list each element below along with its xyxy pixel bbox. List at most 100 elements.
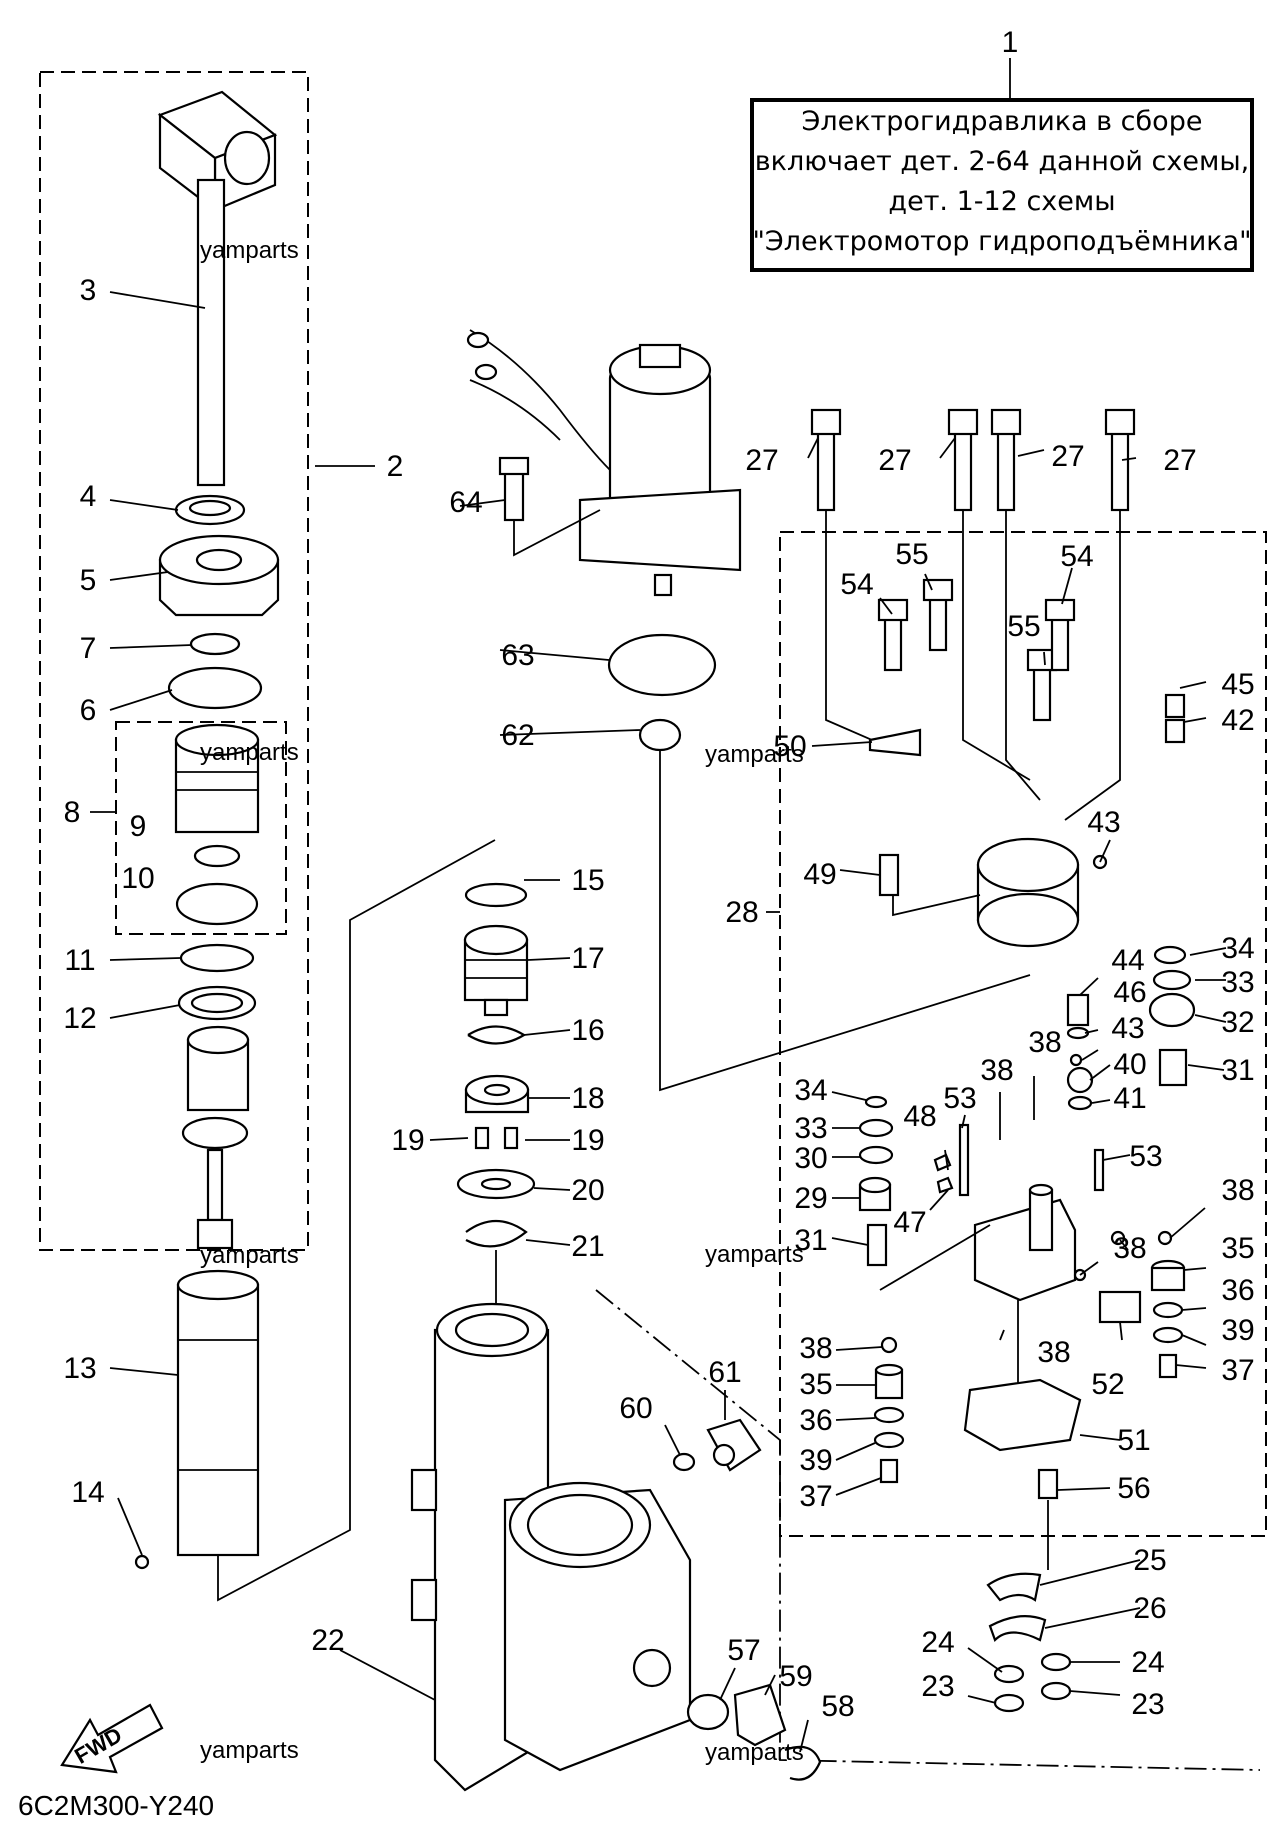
part-label: 30	[794, 1142, 827, 1175]
part-label: 6	[80, 694, 97, 727]
part-label: 7	[80, 632, 97, 665]
part-label: 28	[725, 896, 758, 929]
part-label: 43	[1087, 806, 1120, 839]
part-label: 35	[799, 1368, 832, 1401]
part-label: 22	[311, 1624, 344, 1657]
part-label: 11	[64, 944, 95, 977]
part-label: 55	[895, 538, 928, 571]
part-label: 38	[1221, 1174, 1254, 1207]
part-label: 2	[387, 450, 404, 483]
part-label: 19	[571, 1124, 604, 1157]
note-line-2: включает дет. 2-64 данной схемы,	[755, 146, 1250, 177]
callout-lines	[90, 291, 1227, 1753]
part-label: 45	[1221, 668, 1254, 701]
group-box-28	[779, 531, 1267, 1537]
part-label: 34	[794, 1074, 827, 1107]
part-label: 51	[1117, 1424, 1150, 1457]
part-label: 53	[1129, 1140, 1162, 1173]
group-box-8	[115, 721, 287, 935]
part-label: 25	[1133, 1544, 1166, 1577]
watermark: yamparts	[705, 741, 804, 768]
part-label: 58	[821, 1690, 854, 1723]
part-label: 24	[1131, 1646, 1164, 1679]
part-label: 59	[779, 1660, 812, 1693]
part-label: 61	[708, 1356, 741, 1389]
group-box-2	[39, 71, 309, 1251]
note-ref-label: 1	[1002, 26, 1019, 59]
part-label: 40	[1113, 1048, 1146, 1081]
watermark: yamparts	[705, 1739, 804, 1766]
part-label: 38	[1037, 1336, 1070, 1369]
part-label: 60	[619, 1392, 652, 1425]
part-label: 39	[799, 1444, 832, 1477]
part-label: 38	[1113, 1232, 1146, 1265]
part-label: 55	[1007, 610, 1040, 643]
note-box: Электрогидравлика в сборе включает дет. …	[750, 58, 1254, 272]
note-line-3: дет. 1-12 схемы	[888, 186, 1115, 217]
part-label: 63	[501, 639, 534, 672]
part-label: 15	[571, 864, 604, 897]
part-label: 38	[799, 1332, 832, 1365]
part-label: 8	[64, 796, 81, 829]
part-label: 29	[794, 1182, 827, 1215]
part-label: 35	[1221, 1232, 1254, 1265]
watermark: yamparts	[200, 739, 299, 766]
part-label: 3	[80, 274, 97, 307]
part-label: 56	[1117, 1472, 1150, 1505]
part-label: 27	[1051, 440, 1084, 473]
part-label: 21	[571, 1230, 604, 1263]
part-label: 4	[80, 480, 97, 513]
part-label: 13	[63, 1352, 96, 1385]
part-label: 33	[1221, 966, 1254, 999]
part-label: 62	[501, 719, 534, 752]
valve-block	[672, 578, 1196, 1781]
watermark: yamparts	[200, 1737, 299, 1764]
part-label: 41	[1113, 1082, 1146, 1115]
part-label: 57	[727, 1634, 760, 1667]
part-label: 26	[1133, 1592, 1166, 1625]
bolts-27	[810, 408, 1136, 821]
part-labels: 1 3 2 4 5 7 6 8 9 10 11 12 13 14 15 17 1…	[63, 26, 1254, 1723]
part-label: 47	[893, 1206, 926, 1239]
part-label: 12	[63, 1002, 96, 1035]
part-label: 49	[803, 858, 836, 891]
diagram-code: 6C2M300-Y240	[18, 1790, 214, 1821]
part-label: 38	[1028, 1026, 1061, 1059]
note-line-1: Электрогидравлика в сборе	[802, 106, 1203, 137]
part-label: 27	[878, 444, 911, 477]
watermark: yamparts	[200, 237, 299, 264]
main-housing	[410, 1289, 1261, 1792]
part-label: 10	[121, 862, 154, 895]
part-label: 23	[1131, 1688, 1164, 1721]
part-label: 31	[1221, 1054, 1254, 1087]
part-label: 9	[130, 810, 147, 843]
part-label: 17	[571, 942, 604, 975]
part-label: 39	[1221, 1314, 1254, 1347]
part-label: 50	[773, 730, 806, 763]
part-label: 34	[1221, 932, 1254, 965]
part-label: 43	[1111, 1012, 1144, 1045]
part-label: 27	[1163, 444, 1196, 477]
part-label: 54	[1060, 540, 1093, 573]
part-label: 5	[80, 564, 97, 597]
part-label: 18	[571, 1082, 604, 1115]
watermark: yamparts	[705, 1241, 804, 1268]
part-label: 52	[1091, 1368, 1124, 1401]
part-label: 37	[799, 1480, 832, 1513]
part-label: 44	[1111, 944, 1144, 977]
tilt-rod-assembly	[134, 90, 496, 1602]
part-label: 48	[903, 1100, 936, 1133]
motor-assembly	[466, 329, 1031, 1092]
part-label: 20	[571, 1174, 604, 1207]
part-label: 54	[840, 568, 873, 601]
part-label: 27	[745, 444, 778, 477]
middle-column-parts	[456, 882, 536, 1330]
part-label: 23	[921, 1670, 954, 1703]
part-label: 64	[449, 486, 482, 519]
part-label: 38	[980, 1054, 1013, 1087]
part-label: 31	[794, 1224, 827, 1257]
part-label: 36	[799, 1404, 832, 1437]
part-label: 46	[1113, 976, 1146, 1009]
